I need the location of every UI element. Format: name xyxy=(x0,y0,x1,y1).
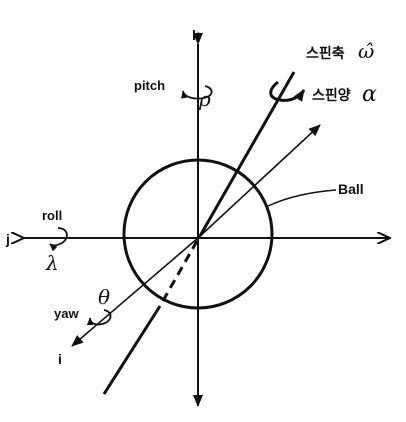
pitch-rotation-arrow xyxy=(181,85,213,100)
yaw-rotation-arrow xyxy=(86,309,112,326)
pitch-label: pitch xyxy=(134,78,165,93)
ball-label: Ball xyxy=(338,181,364,197)
j-axis-label: j xyxy=(5,231,10,247)
spin-axis-inner-dashed xyxy=(158,240,199,307)
i-axis-label: i xyxy=(58,351,62,367)
spin-axis-label: 스핀축 xyxy=(306,45,345,61)
roll-rotation-arrow xyxy=(49,227,68,252)
spin-axis-upper xyxy=(198,71,296,237)
ball-leader-line xyxy=(267,189,337,207)
roll-label: roll xyxy=(42,208,62,223)
spin-axis-lower xyxy=(102,305,162,395)
spin-amount-label: 스핀양 xyxy=(312,87,351,103)
i-axis xyxy=(71,237,199,347)
spin-amount-symbol: α xyxy=(362,82,377,107)
spin-rotation-arrow xyxy=(269,80,306,102)
k-axis-label: k xyxy=(192,27,200,43)
yaw-symbol: θ xyxy=(98,285,110,309)
direction-arrow xyxy=(197,124,321,239)
spin-axis-symbol: ω̂ xyxy=(358,39,374,63)
roll-symbol: λ xyxy=(45,251,59,275)
pitch-symbol: ρ xyxy=(198,87,211,111)
yaw-label: yaw xyxy=(54,306,79,321)
